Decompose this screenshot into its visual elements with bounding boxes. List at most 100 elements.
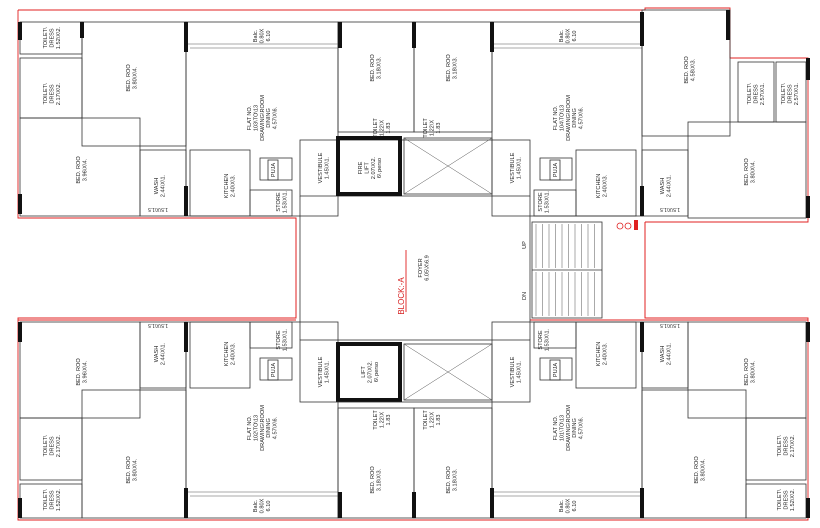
column — [490, 488, 494, 518]
room-label-line: 3.18\X\3. — [376, 56, 382, 79]
stair-treads — [535, 224, 595, 316]
room-label-line: 1.53\X\1. — [282, 328, 288, 351]
room-label-line: DINING — [266, 108, 272, 128]
room-label-line: PUJA — [271, 163, 277, 178]
room-label-line: BED. ROO — [76, 358, 82, 386]
room-label-line: 1.83 — [386, 123, 392, 134]
core — [299, 136, 603, 403]
room-label-line: WASH — [660, 346, 666, 363]
puja-box — [267, 359, 279, 381]
room-label-line: TOILET — [423, 410, 429, 430]
room-label-line: TOILET\ — [43, 83, 49, 104]
room-label-line: 3.80\X\4. — [132, 66, 138, 89]
room-label-line: PUJA — [553, 163, 559, 178]
room-label-line: LIFT — [364, 162, 370, 174]
room-label-line: Balc. — [559, 499, 565, 512]
room-label-line: VESTIBULE — [318, 356, 324, 387]
room-label-line: DRAWING\ROOM — [260, 405, 266, 451]
column — [80, 22, 84, 38]
room-label-line: PUJA — [271, 363, 277, 378]
room-label-line: 6.10 — [266, 31, 272, 42]
room-label-line: 4.57\X\6. — [579, 416, 585, 439]
column — [412, 22, 416, 48]
room-label-line: WASH — [154, 346, 160, 363]
room-label-line: BED. ROO — [126, 64, 132, 92]
room-label-line: STORE — [276, 330, 282, 349]
cutout-label: 1.5\X\1.5 — [148, 322, 168, 328]
column — [18, 322, 22, 342]
room-label-line: DRESS — [753, 84, 759, 104]
room-label-line: 2.44\X\1. — [160, 342, 166, 365]
room-label-line: BED. ROO — [76, 156, 82, 184]
room-label-line: 1.22\X — [429, 412, 435, 428]
room-label-line: 3.80\X\4. — [132, 458, 138, 481]
room-label-line: BED. ROO — [744, 358, 750, 386]
room-label-line: DINING — [266, 418, 272, 438]
room-label-line: KITCHEN — [596, 342, 602, 367]
column — [338, 492, 342, 518]
cutout-label: 1.5\X\1.5 — [660, 206, 680, 212]
room-label-line: VESTIBULE — [510, 356, 516, 387]
room-label-line: 6.10 — [572, 31, 578, 42]
room-label-line: 3.80\X\4. — [750, 360, 756, 383]
room-label-line: 1.22\X — [429, 120, 435, 136]
column — [338, 22, 342, 48]
room-label-line: DINING — [572, 108, 578, 128]
room-label-line: LIFT — [361, 366, 367, 378]
room-label-line: VESTIBULE — [510, 152, 516, 183]
room-label-line: DRESS — [783, 436, 789, 456]
room-label-line: KITCHEN — [224, 174, 230, 199]
flat-102-walls — [19, 321, 415, 519]
flat-101-walls — [413, 321, 807, 519]
room-label-line: TOILET — [373, 118, 379, 138]
room-label: PUJA — [267, 359, 279, 381]
column — [726, 10, 730, 40]
column — [806, 196, 810, 218]
room-label-line: 2.07\X\2. — [367, 360, 373, 383]
room-label-line: 3.18\X\3. — [452, 56, 458, 79]
room-label-line: 102\TO\13 — [253, 415, 259, 441]
room-label-line: FLAT NO. — [247, 105, 253, 130]
room-label-line: 1.83 — [436, 123, 442, 134]
room-label-line: DINING — [572, 418, 578, 438]
room-label-line: VESTIBULE — [318, 152, 324, 183]
block-title: BLOCK:-A — [397, 277, 406, 315]
column — [806, 498, 810, 518]
room-label-line: 103\TO\13 — [253, 105, 259, 131]
room-label-line: KITCHEN — [224, 342, 230, 367]
room-label-line: 6\ perso — [377, 158, 383, 178]
room-label-line: KITCHEN — [596, 174, 602, 199]
room-label-line: 4.57\X\6. — [273, 106, 279, 129]
room-label-line: 0.80X — [565, 28, 571, 43]
room-label-line: 2.44\X\1. — [666, 174, 672, 197]
room-label-line: TOILET\ — [43, 27, 49, 48]
column — [640, 12, 644, 46]
room-label-line: 1.52\X\2. — [56, 26, 62, 49]
room-label-line: BED. ROO — [370, 54, 376, 82]
room-label-line: 2.57\X\1. — [794, 82, 800, 105]
column — [640, 488, 644, 518]
room-label-line: BED. ROO — [694, 456, 700, 484]
room-label-line: TOILET\ — [43, 489, 49, 510]
room-label-line: 3.80\X\4. — [750, 160, 756, 183]
room-label-line: 6.05\X\6.9 — [424, 255, 430, 281]
cutout-label: 1.5\X\1.5 — [148, 206, 168, 212]
room-label-line: DRESS — [49, 436, 55, 456]
